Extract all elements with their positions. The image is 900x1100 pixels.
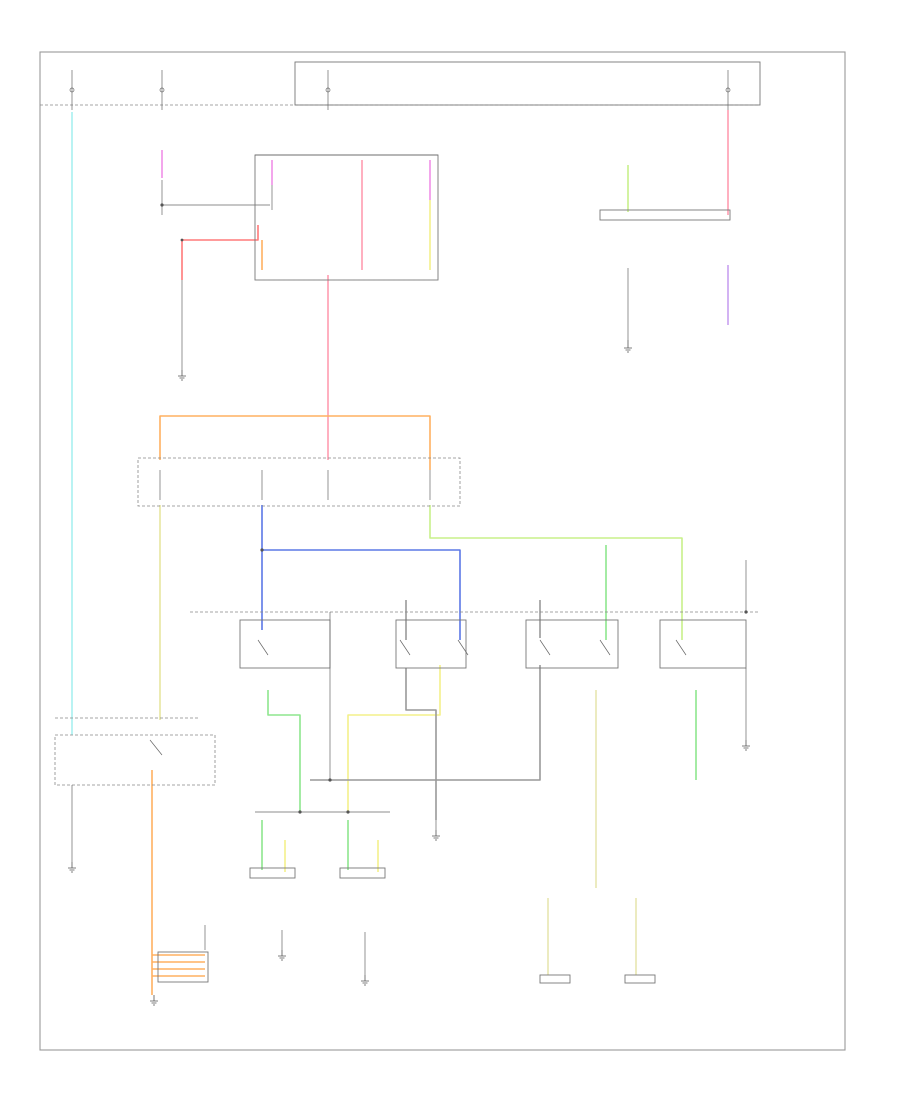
- top-fuse-strip: [40, 61, 761, 110]
- wire-red-switch: [181, 225, 259, 280]
- wire-orange-loop: [159, 415, 431, 470]
- wire-yellow-b: [347, 665, 441, 812]
- wire-orange-fan: [152, 954, 205, 977]
- wire-blue: [261, 505, 461, 640]
- wire-green-b: [267, 690, 301, 812]
- wire-gray-b: [405, 668, 437, 820]
- ground-symbols: [68, 340, 750, 1006]
- wire-light-green-long: [429, 505, 683, 640]
- diagram-frame: [39, 51, 846, 1051]
- black-wiring: [54, 154, 760, 984]
- splice-dots: [160, 203, 748, 814]
- wire-gray-d: [310, 665, 541, 781]
